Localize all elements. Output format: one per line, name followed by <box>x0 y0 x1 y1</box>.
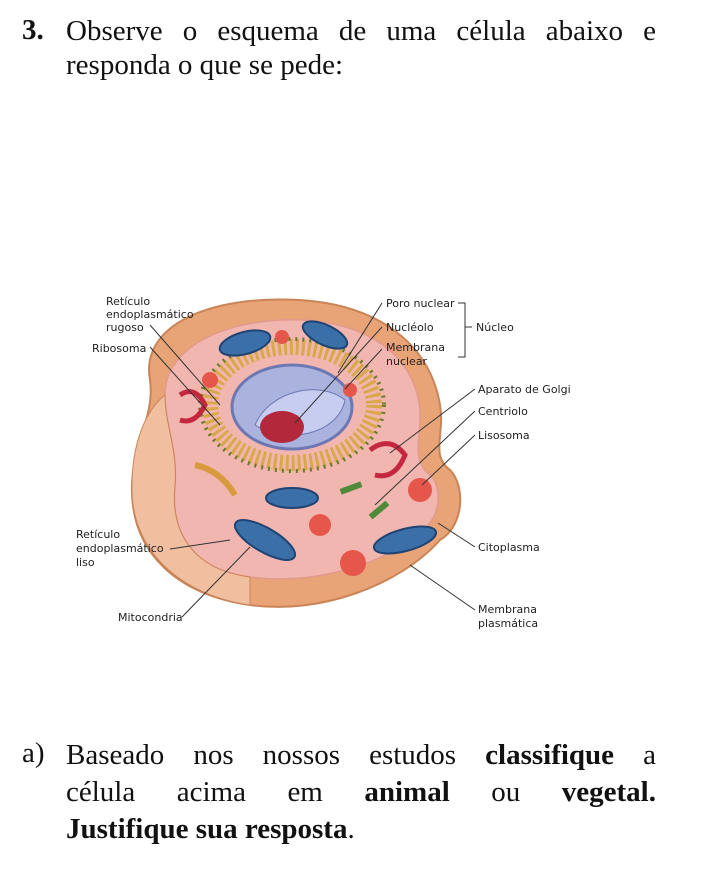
keyword-vegetal: vegetal. <box>561 776 656 808</box>
centrioles <box>339 481 390 520</box>
animal-cell-diagram: Retículo endoplasmático rugoso Ribosoma … <box>76 295 571 630</box>
label-centriolo: Centriolo <box>478 405 528 418</box>
label-reticulo-liso-3: liso <box>76 556 95 569</box>
question-number: 3. <box>22 14 44 46</box>
question-line-2: responda o que se pede: <box>66 49 344 81</box>
label-reticulo-rugoso-1: Retículo <box>106 295 150 308</box>
item-a-row-2: célula acima em animal ou vegetal. <box>66 774 656 811</box>
label-reticulo-rugoso-3: rugoso <box>106 321 144 334</box>
nucleolus <box>260 411 304 443</box>
leader-lines <box>149 302 476 618</box>
cell-cut-face <box>131 393 251 606</box>
item-a-row-3: Justifique sua resposta. <box>66 813 355 845</box>
item-a-text: Baseado nos nossos estudos classifique a… <box>66 737 656 848</box>
label-membrana-nuclear-1: Membrana <box>386 341 445 354</box>
label-membrana-plasmatica-2: plasmática <box>478 617 538 630</box>
label-nucleolo: Nucléolo <box>386 321 434 334</box>
keyword-justifique: Justifique sua resposta <box>66 813 348 845</box>
label-citoplasma: Citoplasma <box>478 541 540 554</box>
rough-er <box>202 339 382 471</box>
label-nucleo: Núcleo <box>476 321 514 334</box>
keyword-classifique: classifique <box>485 739 615 771</box>
label-lisosoma: Lisosoma <box>478 429 530 442</box>
label-membrana-plasmatica-1: Membrana <box>478 603 537 616</box>
mitochondria <box>218 320 438 561</box>
rough-er-dots <box>198 337 386 473</box>
label-reticulo-rugoso-2: endoplasmático <box>106 308 194 321</box>
label-ribosoma: Ribosoma <box>92 342 146 355</box>
label-membrana-nuclear-2: nuclear <box>386 355 428 368</box>
keyword-animal: animal <box>364 776 450 808</box>
item-a-letter: a) <box>22 737 45 769</box>
label-reticulo-liso-1: Retículo <box>76 528 120 541</box>
diagram-labels: Retículo endoplasmático rugoso Ribosoma … <box>76 295 571 630</box>
label-poro-nuclear: Poro nuclear <box>386 297 455 310</box>
label-reticulo-liso-2: endoplasmático <box>76 542 164 555</box>
label-golgi: Aparato de Golgi <box>478 383 571 396</box>
lysosomes <box>202 330 432 576</box>
golgi-apparatus <box>178 389 408 497</box>
question-line-1: Observe o esquema de uma célula abaixo e <box>66 15 656 47</box>
item-a-row-1: Baseado nos nossos estudos classifique a <box>66 737 656 774</box>
label-mitocondria: Mitocondria <box>118 611 183 624</box>
question-text: Observe o esquema de uma célula abaixo e… <box>66 14 656 82</box>
